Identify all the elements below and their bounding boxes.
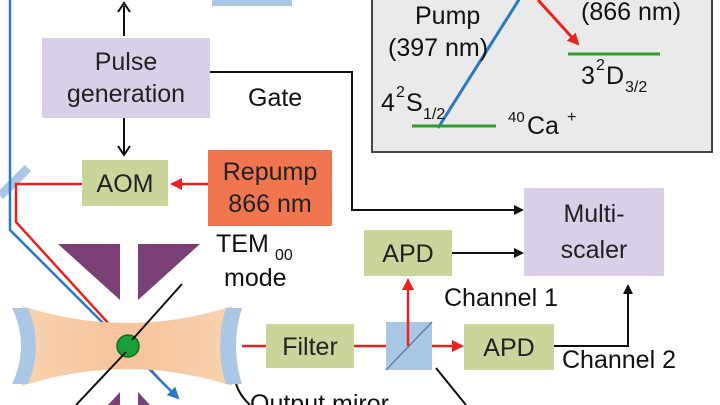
svg-text:3/2: 3/2 (625, 79, 647, 96)
red-beam-to-ion (14, 182, 161, 381)
top-mirror-partial (212, 0, 292, 6)
svg-text:D: D (606, 62, 624, 90)
repump-transition-arrow (536, 0, 580, 46)
repump-line2: 866 nm (228, 190, 311, 218)
svg-text:+: + (567, 109, 576, 126)
pump-wavelength-label: (397 nm) (388, 34, 488, 62)
trap-electrode-right (138, 244, 200, 300)
svg-text:3: 3 (581, 62, 595, 90)
svg-text:4: 4 (381, 89, 395, 117)
ion-dot (116, 334, 140, 358)
multiscaler-line1: Multi- (563, 200, 624, 228)
pump-transition-line (436, 0, 521, 129)
pulse-to-aom-arrow (117, 118, 131, 157)
gate-connector (210, 71, 524, 215)
svg-text:40: 40 (508, 109, 525, 126)
pulse-up-arrow (117, 1, 131, 36)
filter-label: Filter (282, 333, 338, 361)
svg-text:2: 2 (596, 57, 605, 74)
trap-electrode-bottom-left (108, 392, 120, 405)
filter-box: Filter (266, 324, 354, 368)
pulse-generation-line2: generation (67, 80, 185, 108)
apd-top-label: APD (382, 240, 433, 268)
svg-text:1/2: 1/2 (423, 106, 445, 123)
tem-pointer-line (131, 283, 183, 341)
pump-label: Pump (415, 2, 480, 30)
channel2-label: Channel 2 (562, 346, 676, 374)
output-mirror-pointer (235, 383, 251, 405)
left-steering-mirror (0, 164, 32, 200)
ion-species-label: 40 Ca + (508, 109, 576, 140)
aom-label: AOM (97, 170, 154, 198)
gate-label: Gate (248, 84, 302, 112)
trap-electrode-left (58, 244, 120, 300)
level-d32-label: 3 2 D 3/2 (581, 57, 647, 96)
pulse-generation-line1: Pulse (95, 48, 158, 76)
energy-level-inset: Pump (397 nm) (866 nm) 4 2 S 1/2 3 2 D 3… (371, 0, 713, 153)
aom-box: AOM (82, 160, 168, 206)
output-cavity-mirror (220, 308, 242, 384)
repump-wavelength-label: (866 nm) (581, 0, 681, 26)
ion-lower-pointer (75, 351, 127, 405)
tem-mode-label: mode (224, 264, 287, 292)
apd2-to-multiscaler (554, 284, 633, 347)
apd-channel2-box: APD (464, 324, 554, 370)
trap-electrode-bottom-right (138, 392, 150, 405)
svg-text:2: 2 (396, 84, 405, 101)
repump-line1: Repump (223, 158, 318, 186)
svg-text:TEM: TEM (216, 230, 269, 258)
svg-text:S: S (406, 89, 423, 117)
multiscaler-box: Multi- scaler (524, 188, 664, 276)
svg-text:00: 00 (275, 247, 293, 264)
tem00-label: TEM 00 mode (216, 230, 293, 292)
output-mirror-label: Output miror (250, 390, 389, 405)
bs-lower-line (435, 367, 467, 405)
level-s12-label: 4 2 S 1/2 (381, 84, 445, 123)
apd-right-label: APD (483, 334, 534, 362)
input-cavity-mirror (12, 308, 36, 384)
channel1-label: Channel 1 (444, 284, 558, 312)
multiscaler-line2: scaler (561, 236, 628, 264)
apd-channel1-box: APD (364, 230, 452, 276)
repump-laser-box: Repump 866 nm (208, 150, 332, 226)
svg-text:Ca: Ca (527, 112, 559, 140)
pulse-generation-box: Pulse generation (42, 38, 210, 118)
